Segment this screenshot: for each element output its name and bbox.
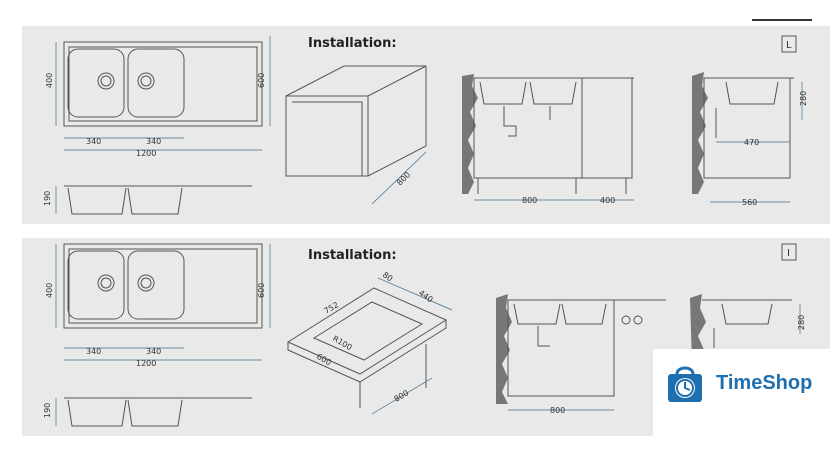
- bowl-right: [127, 48, 185, 118]
- dim-bowl-left: 340: [86, 347, 101, 356]
- cabinet-isometric: [285, 65, 427, 205]
- sink-side-view: [55, 397, 252, 427]
- dim-base-right: 400: [600, 196, 615, 205]
- sink-top-view: [55, 36, 271, 151]
- sink-top-view: [55, 243, 271, 361]
- installed-front-view: [496, 294, 666, 411]
- dim-side-height: 190: [43, 191, 52, 206]
- dim-bowl-right: 340: [146, 347, 161, 356]
- dim-depth: 400: [45, 283, 54, 298]
- dim-height-right: 600: [257, 283, 266, 298]
- drawing-variant-l: 400 600 340 340 1200 190 Installation: 8…: [43, 35, 808, 215]
- installed-front-view: [462, 74, 634, 201]
- installation-label: Installation:: [308, 248, 397, 263]
- dim-bowl-left: 340: [86, 137, 101, 146]
- installed-side-view: [690, 294, 801, 364]
- dim-bowl-right: 340: [146, 137, 161, 146]
- dim-cut-752: 752: [323, 300, 341, 315]
- dim-cabinet-depth: 800: [395, 170, 412, 187]
- logo-text: TimeShop: [716, 372, 813, 394]
- drain-right: [137, 72, 155, 90]
- dim-height-right: 600: [257, 73, 266, 88]
- dim-cut-600: 600: [315, 352, 333, 367]
- dim-side-height-right: 280: [797, 315, 806, 330]
- dim-depth: 400: [45, 73, 54, 88]
- dim-side-height: 190: [43, 403, 52, 418]
- variant-badge: L: [786, 40, 792, 51]
- dim-side-height-right: 280: [799, 91, 808, 106]
- panel-variant-l: 400 600 340 340 1200 190 Installation: 8…: [22, 26, 830, 224]
- dim-width-total: 1200: [136, 149, 156, 158]
- dim-cut-80: 80: [381, 270, 395, 283]
- variant-badge: I: [787, 248, 790, 259]
- dim-cut-r100: R100: [331, 334, 354, 352]
- variant-badge-box: [781, 35, 797, 53]
- variant-badge-box: [781, 243, 797, 261]
- dim-width-total: 1200: [136, 359, 156, 368]
- dim-cut-800: 800: [393, 388, 411, 403]
- installation-label: Installation:: [308, 36, 397, 51]
- dim-base-800: 800: [550, 406, 565, 415]
- dim-base-left: 800: [522, 196, 537, 205]
- drain-left: [97, 72, 115, 90]
- dim-side-base: 560: [742, 198, 757, 207]
- countertop-cutout-isometric: [286, 277, 453, 415]
- dim-cut-440: 440: [417, 288, 435, 304]
- dim-side-depth: 470: [744, 138, 759, 147]
- top-rule: [752, 19, 812, 21]
- shopping-bag-clock-icon: [668, 366, 702, 402]
- drawing-variant-i: 400 600 340 340 1200 190 Installation: 8…: [43, 243, 806, 427]
- bowl-left: [67, 48, 125, 118]
- installed-side-view: [692, 72, 803, 203]
- sink-side-view: [55, 185, 252, 215]
